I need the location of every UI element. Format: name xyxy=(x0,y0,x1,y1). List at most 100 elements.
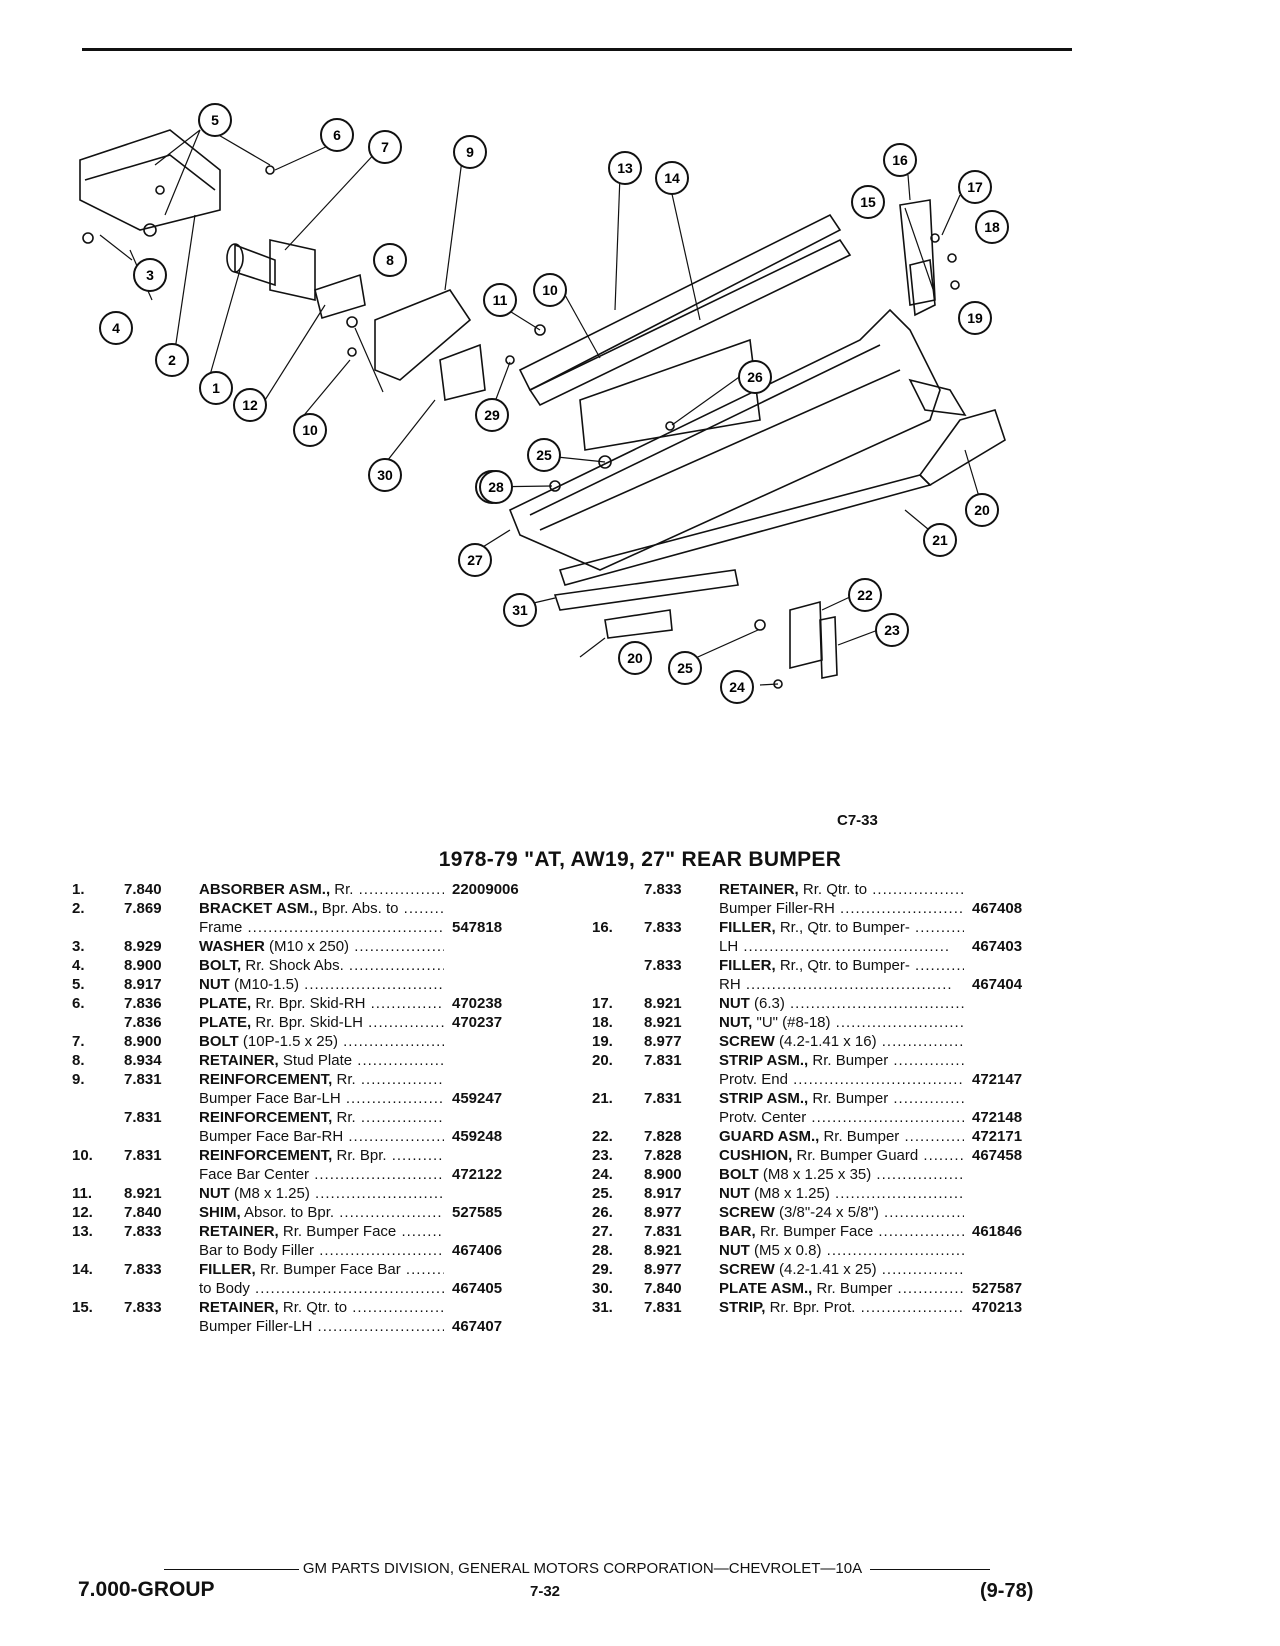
item-number: 24. xyxy=(592,1166,613,1183)
callout-label: 1 xyxy=(212,380,220,396)
part-name: PLATE ASM., xyxy=(719,1280,813,1297)
revision-date: (9-78) xyxy=(980,1580,1034,1602)
leader-dots: ........................................ xyxy=(343,1033,444,1050)
part-detail: (M8 x 1.25) xyxy=(229,1185,310,1202)
group-number: 7.831 xyxy=(644,1223,682,1240)
callout-bubble: 2 xyxy=(155,343,189,377)
item-number: 10. xyxy=(72,1147,93,1164)
part-number: 467407 xyxy=(452,1318,503,1335)
part-description: RH .....................................… xyxy=(719,975,964,994)
callout-circle xyxy=(883,143,917,177)
group-number: 7.833 xyxy=(124,1299,162,1316)
callout-bubble: 14 xyxy=(655,161,689,195)
parts-row: Protv. Center ..........................… xyxy=(592,1108,1082,1127)
part-detail: Rr. Bumper xyxy=(808,1090,889,1107)
item-number: 7. xyxy=(72,1033,85,1050)
callout-bubble: 31 xyxy=(503,593,537,627)
part-number: 459247 xyxy=(452,1090,503,1107)
strip-31 xyxy=(553,569,739,611)
item-number: 15. xyxy=(72,1299,93,1316)
leader-dots: ........................................ xyxy=(401,1223,444,1240)
part-description: GUARD ASM., Rr. Bumper .................… xyxy=(719,1127,964,1146)
part-description: RETAINER, Stud Plate ...................… xyxy=(199,1051,444,1070)
item-number: 27. xyxy=(592,1223,613,1240)
part-description: NUT (6.3) ..............................… xyxy=(719,994,964,1013)
part-description: Bumper Filler-LH .......................… xyxy=(199,1317,444,1336)
callout-circle xyxy=(233,388,267,422)
callout-label: 5 xyxy=(211,112,219,128)
callout-label: 14 xyxy=(664,170,680,186)
item-number: 18. xyxy=(592,1014,613,1031)
callout-circle xyxy=(368,458,402,492)
callout-circle xyxy=(133,258,167,292)
part-number: 467405 xyxy=(452,1280,503,1297)
callout-circle xyxy=(965,493,999,527)
callout-label: 10 xyxy=(542,282,558,298)
leader-dots: ........................................ xyxy=(319,1242,444,1259)
item-number: 11. xyxy=(72,1185,93,1202)
parts-row: Protv. End .............................… xyxy=(592,1070,1082,1089)
part-detail: Bumper Face Bar-LH xyxy=(199,1090,341,1107)
callout-bubble: 25 xyxy=(527,438,561,472)
part-description: FILLER, Rr., Qtr. to Bumper- ...........… xyxy=(719,956,964,975)
group-number: 8.921 xyxy=(644,995,682,1012)
callout-label: 31 xyxy=(512,602,528,618)
parts-row: RH .....................................… xyxy=(592,975,1082,994)
leader-dots: ........................................ xyxy=(881,1261,964,1278)
part-number: 527585 xyxy=(452,1204,503,1221)
part-description: NUT (M10-1.5) ..........................… xyxy=(199,975,444,994)
item-number: 23. xyxy=(592,1147,613,1164)
part-detail: LH xyxy=(719,938,739,955)
callout-label: 23 xyxy=(884,622,900,638)
part-description: BAR, Rr. Bumper Face ...................… xyxy=(719,1222,964,1241)
part-description: Bumper Filler-RH .......................… xyxy=(719,899,964,918)
part-detail: Rr. Qtr. to xyxy=(278,1299,348,1316)
guard-cushion xyxy=(819,616,838,679)
callout-label: 8 xyxy=(386,252,394,268)
part-name: SCREW xyxy=(719,1261,775,1278)
callout-label: 20 xyxy=(627,650,643,666)
leader-dots: ........................................ xyxy=(358,881,444,898)
callout-label: 29 xyxy=(484,407,500,423)
callout-bubble: 18 xyxy=(975,210,1009,244)
callout-bubble: 16 xyxy=(883,143,917,177)
leader-dots: ........................................ xyxy=(242,919,445,936)
callout-bubble: 8 xyxy=(373,243,407,277)
item-number: 13. xyxy=(72,1223,93,1240)
callout-circle xyxy=(655,161,689,195)
part-detail: Rr. xyxy=(332,1109,356,1126)
callout-bubble: 11 xyxy=(483,283,517,317)
group-number: 7.833 xyxy=(124,1223,162,1240)
item-number: 22. xyxy=(592,1128,613,1145)
part-description: Bar to Body Filler .....................… xyxy=(199,1241,444,1260)
callout-circle xyxy=(851,185,885,219)
callout-label: 4 xyxy=(112,320,120,336)
leader-dots: ........................................ xyxy=(317,1318,444,1335)
callout-label: 18 xyxy=(984,219,1000,235)
item-number: 2. xyxy=(72,900,85,917)
callout-bubble: 15 xyxy=(851,185,885,219)
item-number: 17. xyxy=(592,995,613,1012)
part-description: SCREW (4.2-1.41 x 25) ..................… xyxy=(719,1260,964,1279)
callout-circle xyxy=(453,135,487,169)
callout-bubble: 25 xyxy=(668,651,702,685)
exploded-parts-diagram: 1234567891010111213141516171819202021222… xyxy=(79,103,1009,704)
group-number: 7.840 xyxy=(644,1280,682,1297)
part-detail: Protv. End xyxy=(719,1071,788,1088)
leader-dots: ........................................ xyxy=(835,1014,964,1031)
leader-dots: ........................................ xyxy=(391,1147,444,1164)
parts-row: LH .....................................… xyxy=(592,937,1082,956)
part-detail: Rr. Bumper Face xyxy=(755,1223,874,1240)
part-detail: Rr. Bpr. Prot. xyxy=(765,1299,856,1316)
callout-label: 9 xyxy=(466,144,474,160)
callout-bubble: 12 xyxy=(233,388,267,422)
group-number: 8.917 xyxy=(124,976,162,993)
